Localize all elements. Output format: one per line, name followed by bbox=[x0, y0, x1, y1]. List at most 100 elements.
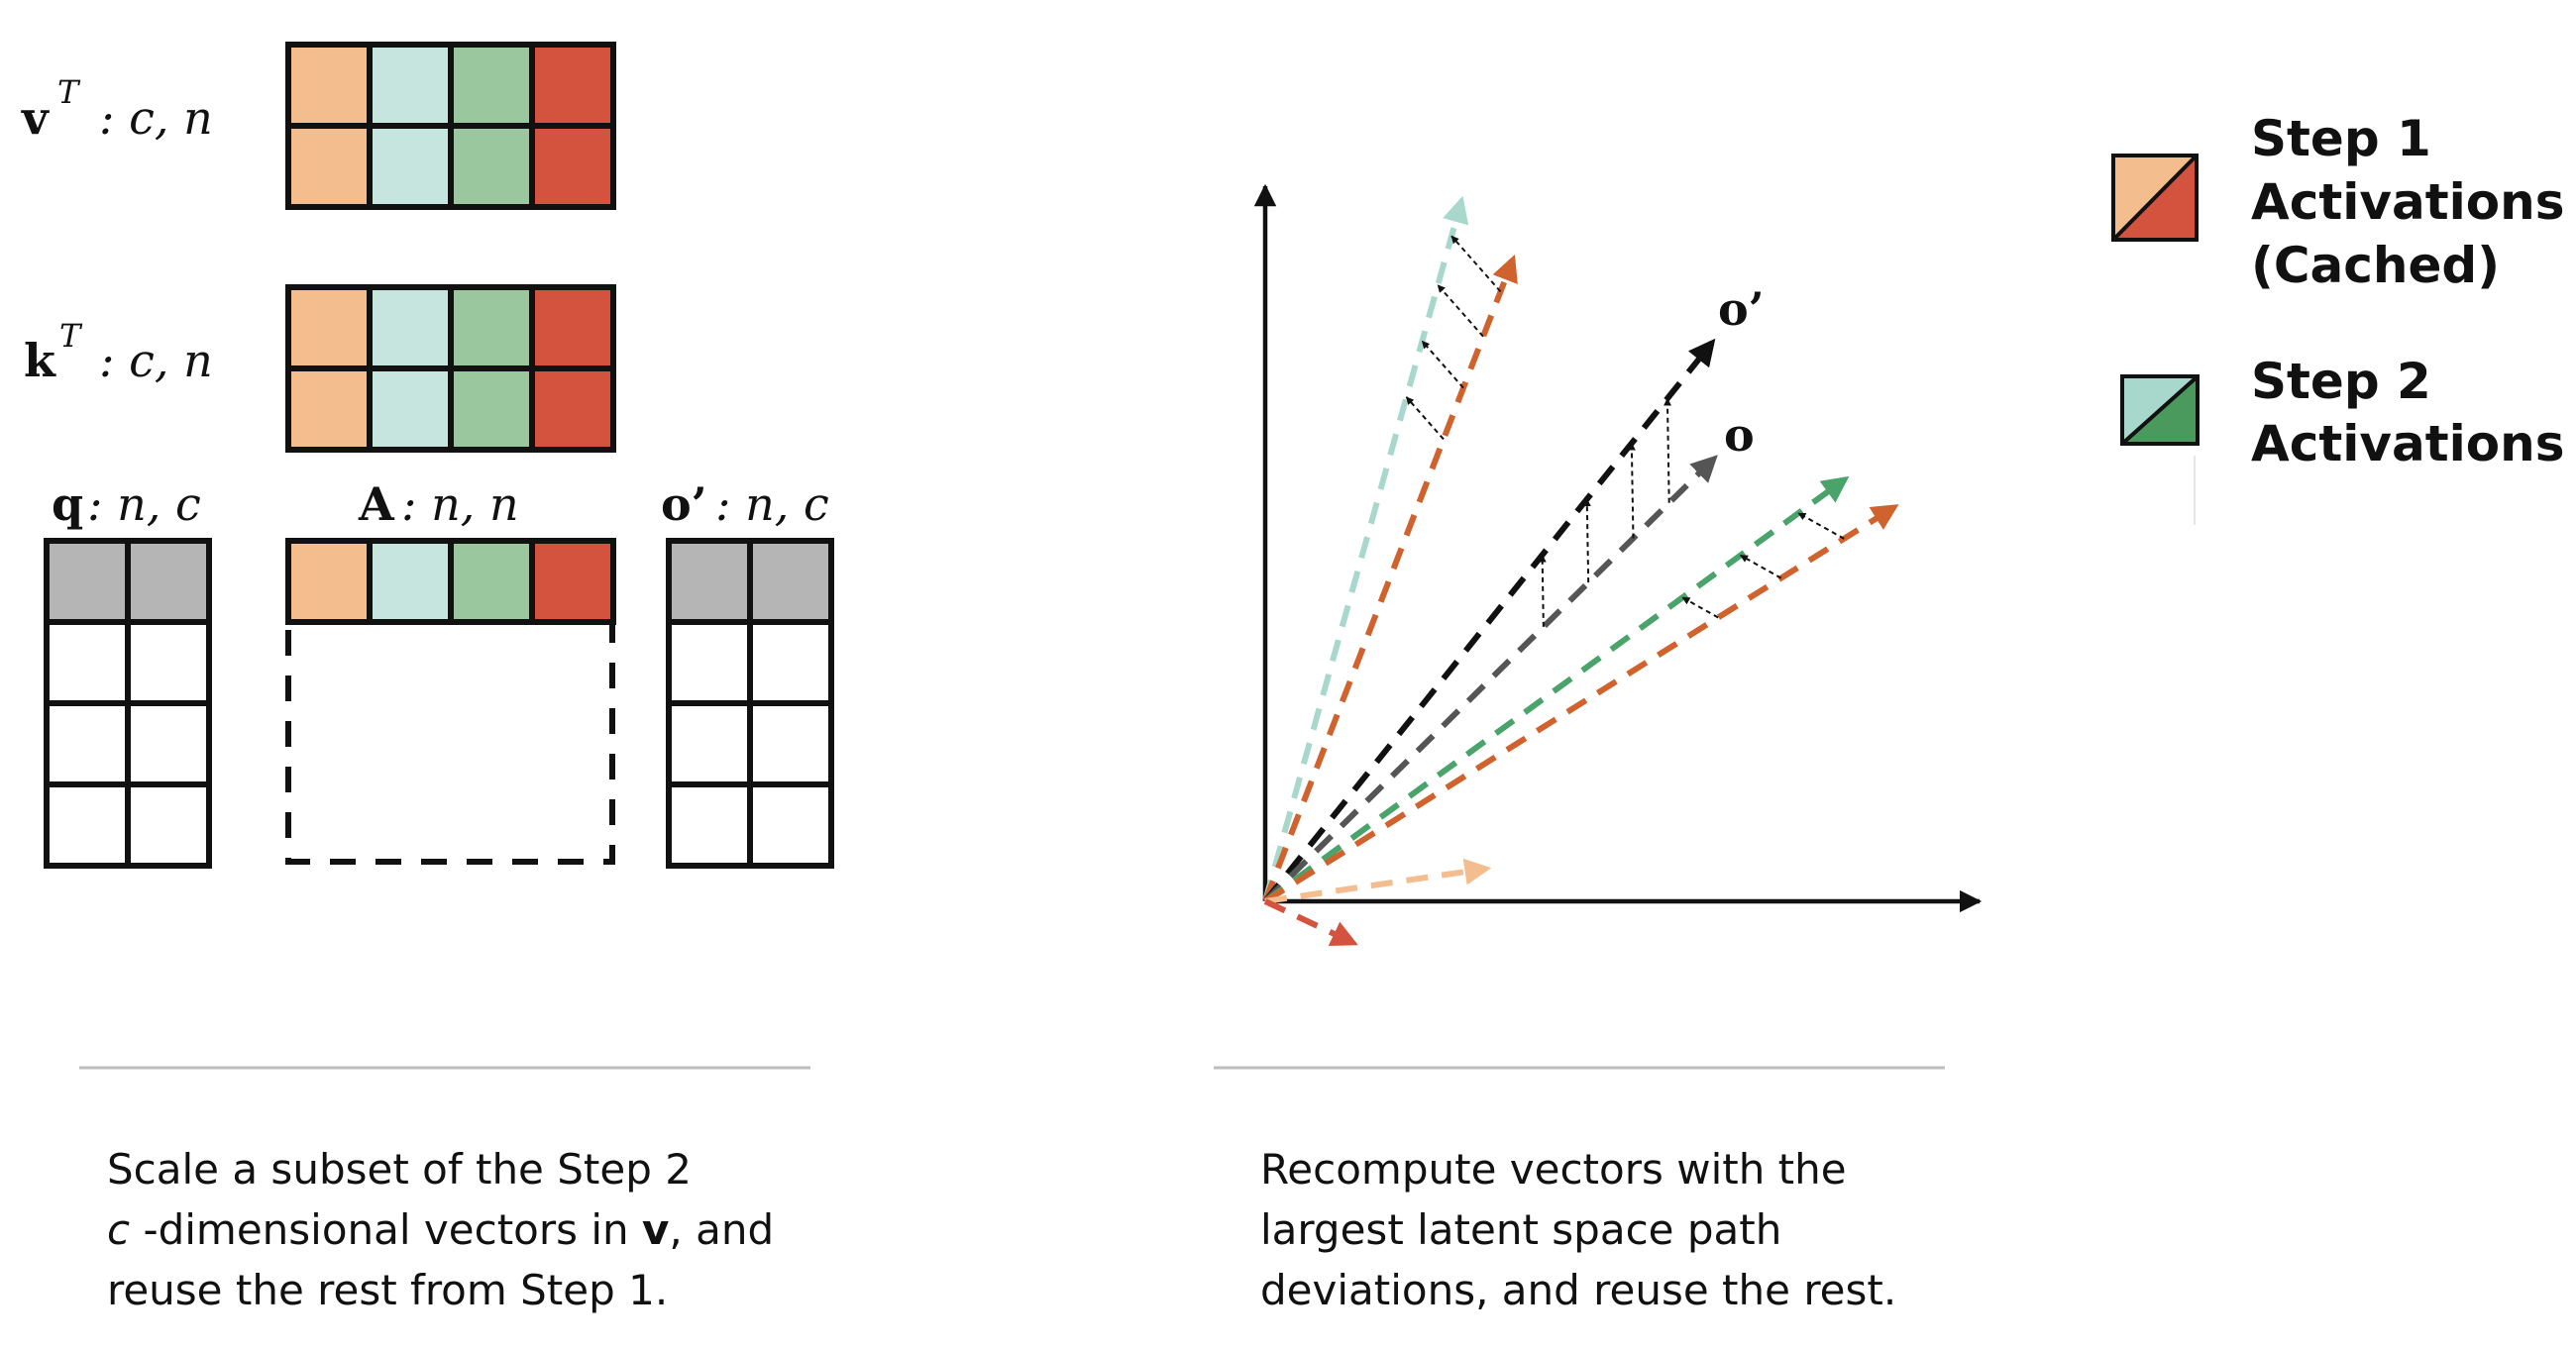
o-prime-dims: : n, c bbox=[715, 477, 829, 531]
legend-step1-line1: Step 1 bbox=[2251, 110, 2431, 167]
matrix-cell bbox=[529, 365, 616, 453]
matrix-q-label: q : n, c bbox=[52, 477, 201, 531]
vT-symbol: v bbox=[21, 91, 50, 145]
legend-step1-swatch bbox=[2111, 154, 2199, 242]
vector-orange-upper bbox=[1262, 254, 1518, 903]
matrix-cell bbox=[367, 538, 454, 625]
deviation-green-orange bbox=[1740, 554, 1782, 579]
legend-step2-line2: Activations bbox=[2251, 415, 2564, 472]
matrix-kT bbox=[285, 284, 616, 453]
matrix-cell bbox=[367, 123, 454, 210]
matrix-A-label: A : n, n bbox=[358, 477, 519, 531]
deviation-teal-orange bbox=[1450, 235, 1502, 293]
matrix-cell bbox=[666, 700, 753, 787]
matrix-cell bbox=[529, 42, 616, 129]
matrix-cell bbox=[44, 619, 131, 706]
deviation-teal-orange bbox=[1421, 340, 1464, 389]
matrix-A bbox=[285, 538, 616, 625]
deviation-arrows bbox=[1405, 235, 1845, 627]
matrix-cell bbox=[285, 284, 373, 371]
o-prime-label: o’ bbox=[1718, 282, 1765, 336]
legend-step1-line3: (Cached) bbox=[2251, 237, 2500, 294]
matrix-cell bbox=[367, 365, 454, 453]
vector-teal bbox=[1262, 195, 1469, 902]
vT-dims: : c, n bbox=[99, 91, 213, 145]
A-symbol: A bbox=[358, 477, 395, 531]
kT-symbol: k bbox=[24, 334, 56, 387]
matrix-cell bbox=[125, 700, 212, 787]
vectors-group bbox=[1262, 195, 1899, 946]
matrix-cell bbox=[448, 538, 535, 625]
matrix-cell bbox=[125, 538, 212, 625]
deviation-green-orange bbox=[1797, 512, 1845, 540]
matrix-cell bbox=[367, 284, 454, 371]
matrix-cell bbox=[529, 123, 616, 210]
matrix-cell bbox=[747, 619, 834, 706]
q-symbol: q bbox=[52, 477, 83, 531]
o-prime-symbol: o’ bbox=[661, 477, 707, 531]
matrix-kT-label: k T : c, n bbox=[24, 317, 213, 387]
matrix-cell bbox=[747, 538, 834, 625]
kT-dims: : c, n bbox=[99, 334, 213, 387]
left-caption-line2: c -dimensional vectors in v, and bbox=[107, 1199, 774, 1260]
kT-superscript: T bbox=[59, 317, 83, 355]
deviation-teal-orange bbox=[1405, 396, 1445, 441]
legend-step2-swatch bbox=[2120, 374, 2200, 446]
matrix-cell bbox=[125, 781, 212, 869]
matrix-A-dashed-region bbox=[285, 619, 615, 865]
matrix-cell bbox=[747, 700, 834, 787]
right-caption-line3: deviations, and reuse the rest. bbox=[1260, 1266, 1897, 1314]
matrix-cell bbox=[666, 619, 753, 706]
right-caption-line2: largest latent space path bbox=[1260, 1205, 1782, 1254]
matrix-cell bbox=[125, 619, 212, 706]
left-caption-line3: reuse the rest from Step 1. bbox=[107, 1266, 669, 1314]
matrix-cell bbox=[448, 123, 535, 210]
left-caption-v: v bbox=[642, 1205, 670, 1254]
left-caption-c: c bbox=[107, 1205, 131, 1254]
matrix-cell bbox=[666, 538, 753, 625]
matrix-o-prime-label: o’ : n, c bbox=[661, 477, 829, 531]
matrix-cell bbox=[285, 42, 373, 129]
o-label: o bbox=[1724, 408, 1755, 462]
legend: Step 1 Activations (Cached) Step 2 Activ… bbox=[2111, 110, 2564, 525]
right-caption-line1: Recompute vectors with the bbox=[1260, 1145, 1847, 1194]
matrix-cell bbox=[285, 538, 373, 625]
matrix-cell bbox=[448, 284, 535, 371]
deviation-o-oprime bbox=[1664, 397, 1672, 503]
left-caption-end: , and bbox=[669, 1205, 775, 1254]
deviation-o-oprime bbox=[1582, 498, 1591, 583]
matrix-cell bbox=[448, 42, 535, 129]
matrix-cell bbox=[367, 42, 454, 129]
A-dims: : n, n bbox=[401, 477, 519, 531]
vT-superscript: T bbox=[57, 73, 81, 111]
deviation-teal-orange bbox=[1437, 284, 1484, 338]
left-caption-mid: -dimensional vectors in bbox=[130, 1205, 643, 1254]
vector-plot: o o’ bbox=[1253, 183, 1983, 946]
deviation-green-orange bbox=[1681, 596, 1719, 619]
q-dims: : n, c bbox=[87, 477, 201, 531]
matrix-vT bbox=[285, 42, 616, 210]
legend-step2-line1: Step 2 bbox=[2251, 353, 2431, 410]
matrix-vT-label: v T : c, n bbox=[21, 73, 213, 145]
deviation-o-oprime bbox=[1627, 442, 1636, 539]
vector-o bbox=[1262, 455, 1718, 904]
left-caption-line1: Scale a subset of the Step 2 bbox=[107, 1145, 692, 1194]
matrix-cell bbox=[285, 123, 373, 210]
matrix-cell bbox=[44, 781, 131, 869]
right-caption: Recompute vectors with the largest laten… bbox=[1260, 1139, 1896, 1320]
deviation-o-oprime bbox=[1538, 554, 1547, 627]
matrix-cell bbox=[666, 781, 753, 869]
vector-green bbox=[1263, 475, 1850, 904]
matrix-cell bbox=[448, 365, 535, 453]
matrix-o-prime bbox=[666, 538, 834, 869]
matrix-cell bbox=[529, 538, 616, 625]
vector-o-prime bbox=[1262, 338, 1716, 903]
vector-red bbox=[1263, 898, 1358, 946]
matrix-cell bbox=[44, 538, 131, 625]
left-caption: Scale a subset of the Step 2 c -dimensio… bbox=[107, 1139, 774, 1320]
matrix-q bbox=[44, 538, 212, 869]
matrix-cell bbox=[529, 284, 616, 371]
vector-peach bbox=[1264, 858, 1492, 904]
legend-step1-line2: Activations bbox=[2251, 173, 2564, 231]
